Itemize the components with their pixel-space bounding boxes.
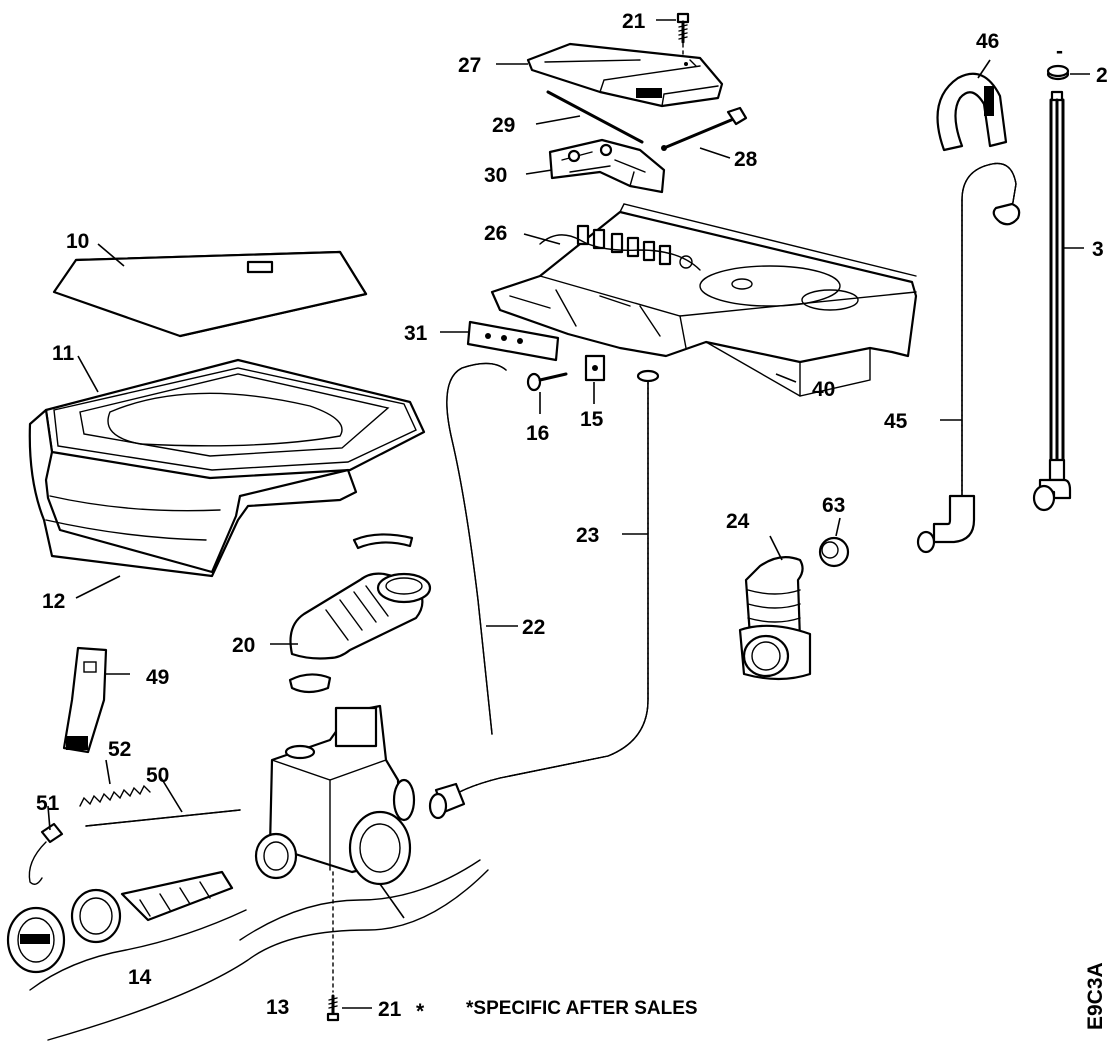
minus-mark: - xyxy=(1056,40,1063,63)
part-15-clip xyxy=(584,354,606,382)
label-49: 49 xyxy=(146,666,169,689)
part-21-screw-top xyxy=(676,12,690,61)
part-52-spring xyxy=(79,784,151,807)
label-2: 2 xyxy=(1096,64,1108,87)
drawing-code: E9C3A xyxy=(1084,962,1107,1030)
label-51: 51 xyxy=(36,792,60,815)
label-13: 13 xyxy=(266,996,289,1019)
part-22-hose xyxy=(446,362,507,735)
part-16-screw xyxy=(526,372,568,392)
label-63: 63 xyxy=(822,494,845,517)
break-line-lower-left xyxy=(47,869,489,1041)
part-49-filter-tab xyxy=(62,646,108,754)
label-31: 31 xyxy=(404,322,428,345)
label-24: 24 xyxy=(726,510,750,533)
footnote-specific-after-sales: *SPECIFIC AFTER SALES xyxy=(466,998,698,1019)
part-29-strip xyxy=(546,90,644,144)
label-12: 12 xyxy=(42,590,65,613)
part-2-cap xyxy=(1046,64,1070,81)
label-29: 29 xyxy=(492,114,515,137)
label-28: 28 xyxy=(734,148,758,171)
label-30: 30 xyxy=(484,164,507,187)
part-26-control-housing xyxy=(490,203,918,397)
label-50: 50 xyxy=(146,764,169,787)
label-52: 52 xyxy=(108,738,131,761)
part-11-tub-seal xyxy=(44,358,426,480)
part-31-switch-strip xyxy=(466,320,560,362)
label-23: 23 xyxy=(576,524,599,547)
part-20-sump-hose xyxy=(288,533,432,694)
part-23-hose xyxy=(428,369,660,820)
label-20: 20 xyxy=(232,634,255,657)
asterisk-mark: * xyxy=(416,1000,425,1023)
label-45: 45 xyxy=(884,410,908,433)
leader-lines xyxy=(47,19,1090,1009)
part-13-pump-housing xyxy=(239,704,481,941)
label-26: 26 xyxy=(484,222,507,245)
part-12-tub xyxy=(28,408,358,578)
part-30-bracket xyxy=(548,138,666,194)
label-10: 10 xyxy=(66,230,89,253)
part-46-hose-guide xyxy=(936,72,1008,152)
label-21-bottom: 21 xyxy=(378,998,402,1021)
part-number-labels: 21 27 29 30 28 26 46 - 2 3 10 11 12 31 1… xyxy=(36,10,1108,1030)
label-14: 14 xyxy=(128,966,152,989)
label-40: 40 xyxy=(812,378,835,401)
label-27: 27 xyxy=(458,54,481,77)
part-10-lid xyxy=(52,250,368,338)
part-27-cover-plate xyxy=(526,42,724,108)
label-15: 15 xyxy=(580,408,604,431)
part-45-drain-hose xyxy=(916,162,1021,554)
label-22: 22 xyxy=(522,616,545,639)
part-28-rod xyxy=(661,106,748,151)
part-3-inlet-hose xyxy=(1032,90,1072,512)
label-11: 11 xyxy=(52,342,75,365)
label-46: 46 xyxy=(976,30,999,53)
part-63-plug xyxy=(818,536,850,568)
part-21-screw-bottom xyxy=(326,871,340,1022)
part-50-tube xyxy=(85,809,241,827)
label-3: 3 xyxy=(1092,238,1104,261)
part-24-bellows xyxy=(738,555,812,681)
part-51-tag xyxy=(28,822,64,885)
part-14-filter-assembly xyxy=(6,870,247,991)
label-21-top: 21 xyxy=(622,10,646,33)
label-16: 16 xyxy=(526,422,549,445)
